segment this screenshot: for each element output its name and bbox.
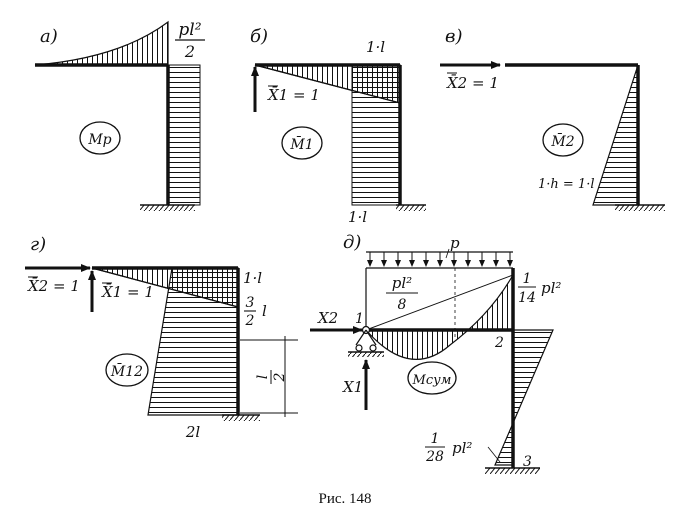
panel-d-corner-numerator: 1 — [523, 271, 532, 287]
panel-a-diagram-label: Mp — [87, 132, 111, 148]
panel-d-force-x2-label: X2 — [317, 309, 338, 327]
panel-g-ground — [222, 415, 260, 421]
panel-v-bottom-value: 1·h = 1·l — [538, 177, 595, 192]
panel-a-diagram-circle — [79, 121, 121, 155]
panel-g-letter: г) — [30, 234, 46, 255]
panel-d-base-numerator: 1 — [431, 431, 440, 447]
panel-d-base-denominator: 28 — [425, 449, 444, 465]
panel-d-letter: д) — [343, 232, 361, 253]
panel-g-bottom-value: 2l — [185, 423, 201, 441]
panel-b-diagram-label: M̄1 — [289, 135, 313, 153]
panel-d-load-arrows — [367, 252, 513, 267]
panel-g-dimension-numerator: l — [255, 375, 271, 379]
panel-g-diagram-label: M̄12 — [110, 362, 143, 380]
panel-d-corner-variable: pl² — [541, 279, 561, 297]
panel-a-letter: а) — [40, 26, 58, 47]
panel-d-diagram-circle — [407, 361, 457, 395]
panel-g-mid-denominator: 2 — [245, 313, 255, 329]
panel-d-node-3: 3 — [523, 454, 532, 470]
panel-d: д) p — [310, 232, 561, 474]
panel-d-pin-support — [348, 325, 384, 357]
panel-a-column-moment — [167, 64, 201, 206]
panel-d-force-x1-label: X1 — [342, 378, 363, 396]
panel-d-corner-denominator: 14 — [518, 290, 536, 306]
panel-a-load-numerator: pl² — [178, 20, 201, 40]
panel-b-bottom-value: 1·l — [348, 208, 367, 226]
panel-d-node-1: 1 — [355, 311, 364, 327]
panel-v-column-moment — [592, 64, 639, 206]
panel-v-diagram-label: M̄2 — [550, 132, 574, 150]
panel-d-node-2: 2 — [494, 335, 504, 351]
panel-b-ground — [396, 205, 426, 211]
panel-d-span-denominator: 8 — [398, 297, 407, 313]
panel-b-force-label: X̄1 = 1 — [267, 86, 320, 104]
panel-b-diagram-circle — [281, 126, 323, 160]
panel-a-load-denominator: 2 — [184, 42, 195, 61]
panel-d-base-variable: pl² — [452, 439, 472, 457]
panel-g-dimension-denominator: 2 — [272, 372, 288, 382]
panel-v-force-label: X̄2 = 1 — [446, 74, 499, 92]
panel-v-diagram-circle — [542, 123, 584, 157]
panel-d-load-label: p — [450, 234, 460, 252]
panel-b-column-moment — [351, 64, 401, 206]
panel-d-span-numerator: pl² — [392, 274, 412, 292]
panel-v: в) X̄2 = 1 1·h = 1·l M̄2 — [440, 26, 665, 211]
panel-b-top-value: 1·l — [366, 38, 385, 56]
panel-a-ground — [140, 205, 195, 211]
panel-d-beam-moment — [364, 272, 514, 360]
panel-v-ground — [615, 205, 665, 211]
panel-a: а) pl² 2 Mp — [34, 20, 205, 211]
panel-v-letter: в) — [445, 26, 463, 47]
panel-g-force-x1-label: X̄1 = 1 — [101, 283, 154, 301]
panel-g-force-x2-label: X̄2 = 1 — [27, 277, 80, 295]
panel-b-letter: б) — [250, 26, 268, 47]
panel-g-top-value: 1·l — [243, 269, 262, 287]
panel-a-cantilever-moment — [34, 20, 169, 66]
panel-d-ground — [485, 468, 540, 474]
panel-g: г) X̄2 = 1 X̄1 = 1 1·l 3 2 l 2l l 2 M̄12 — [25, 234, 298, 441]
panel-g-column-moment — [147, 267, 239, 416]
panel-d-diagram-label: Mсум — [412, 373, 452, 388]
panel-b: б) X̄1 = 1 1·l 1·l M̄1 — [250, 26, 426, 226]
panel-g-mid-numerator: 3 — [246, 295, 255, 311]
panel-g-mid-variable: l — [262, 302, 267, 320]
panel-g-diagram-circle — [105, 353, 149, 387]
figure-caption: Рис. 148 — [318, 491, 371, 507]
